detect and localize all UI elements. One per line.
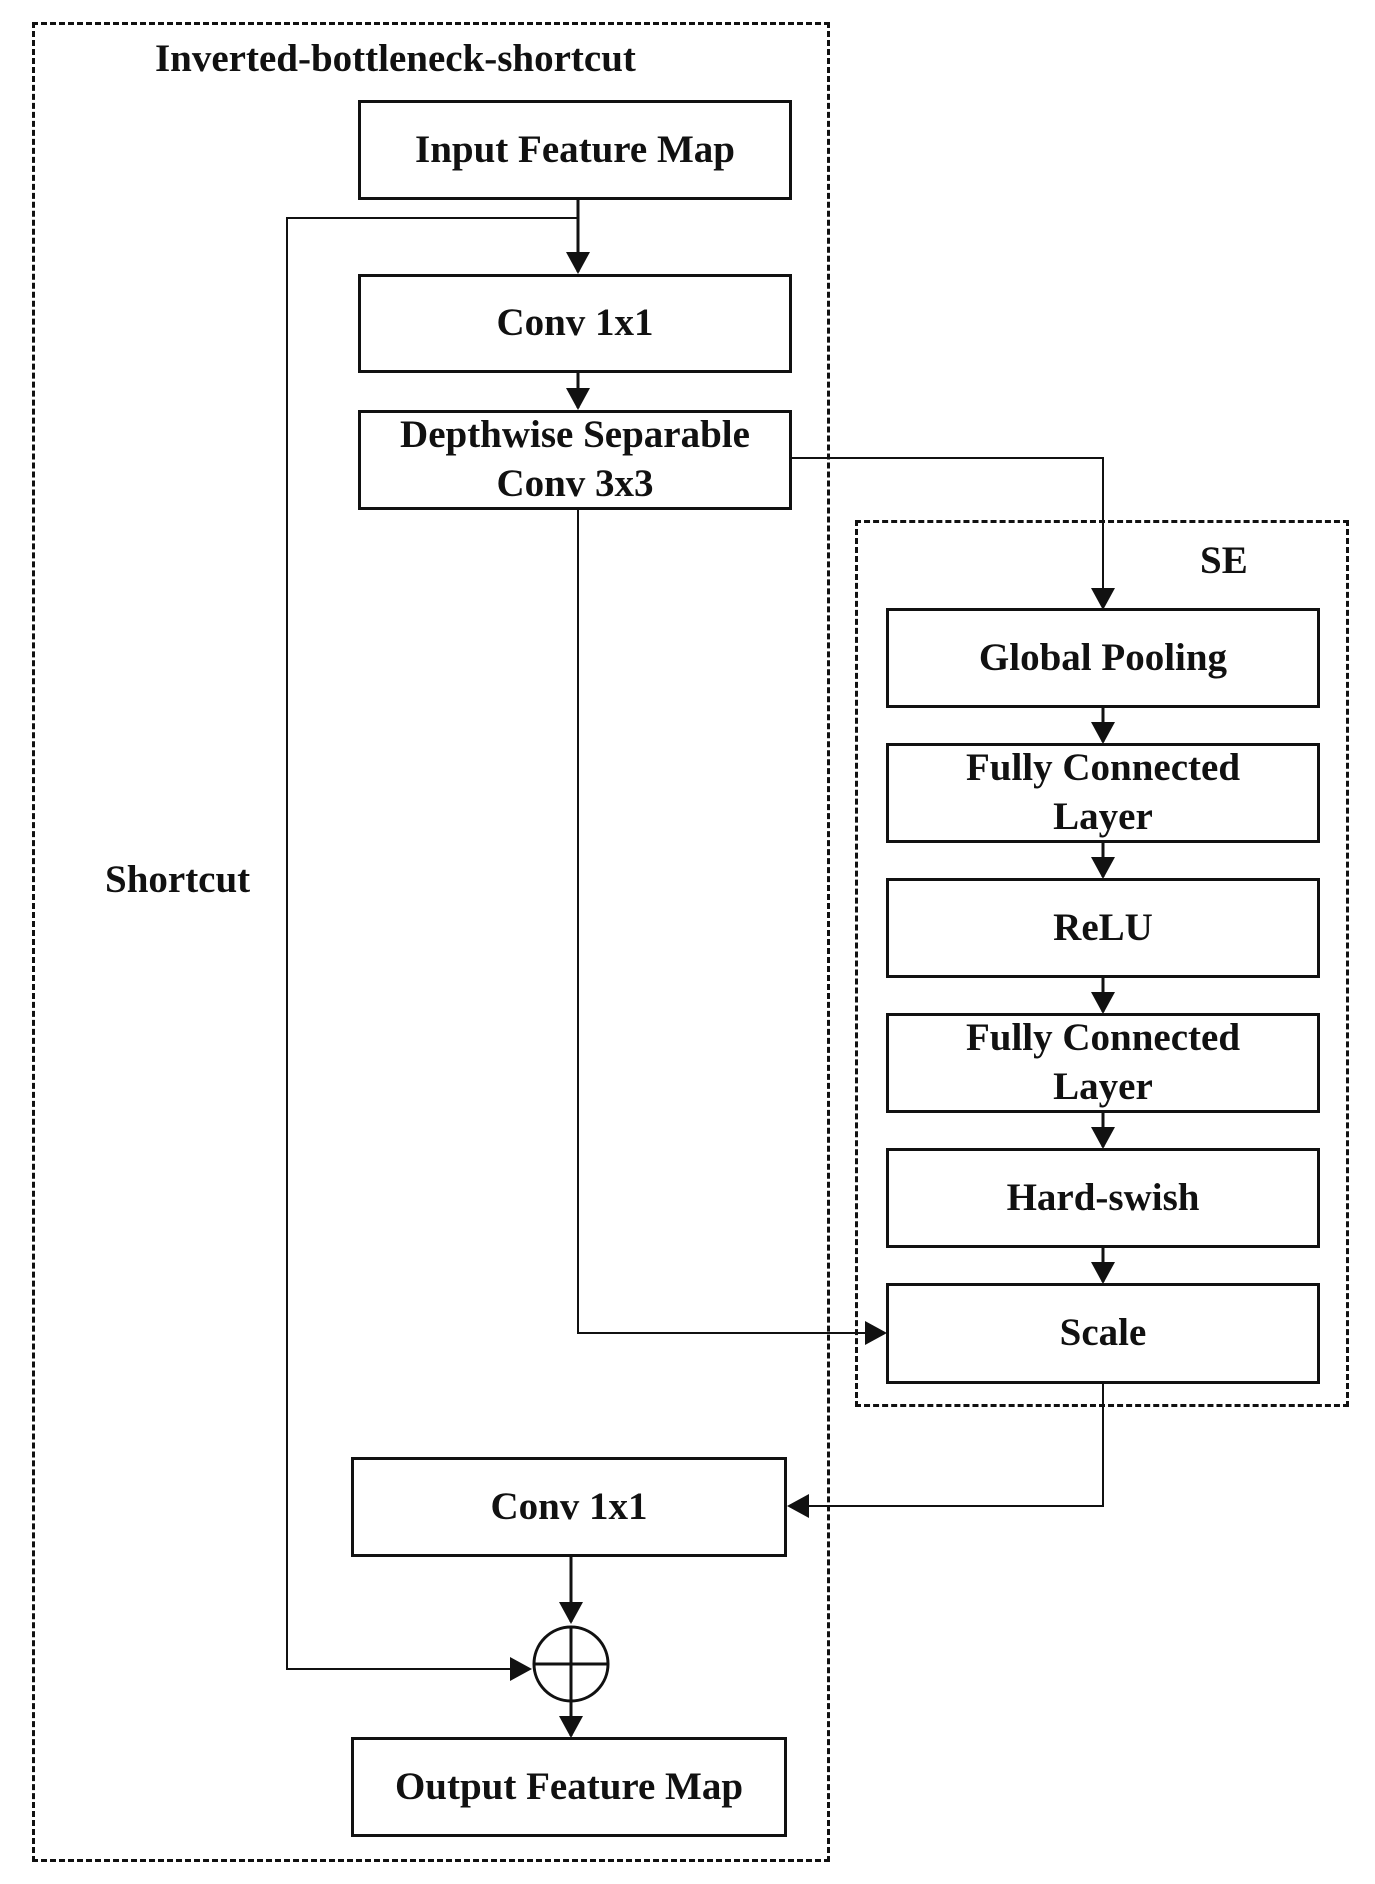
conv1x1-expand-block: Conv 1x1 — [358, 274, 792, 373]
circled-plus-icon — [532, 1625, 610, 1703]
fc2-label-line2: Layer — [1053, 1065, 1153, 1108]
hard-swish-label: Hard-swish — [1006, 1175, 1200, 1219]
hard-swish-block: Hard-swish — [886, 1148, 1320, 1248]
scale-label: Scale — [1059, 1311, 1147, 1355]
shortcut-label: Shortcut — [105, 858, 251, 901]
output-feature-map-block: Output Feature Map — [351, 1737, 787, 1837]
conv1x1-project-label: Conv 1x1 — [490, 1484, 648, 1528]
relu-label: ReLU — [1053, 905, 1153, 949]
depthwise-label-line2: Conv 3x3 — [496, 462, 654, 505]
output-feature-map-label: Output Feature Map — [394, 1764, 744, 1808]
fc1-label-line1: Fully Connected — [965, 746, 1241, 790]
fully-connected-layer-1-block: Fully Connected Layer — [886, 743, 1320, 843]
global-pooling-block: Global Pooling — [886, 608, 1320, 708]
fully-connected-layer-2-block: Fully Connected Layer — [886, 1013, 1320, 1113]
depthwise-label-line1: Depthwise Separable — [400, 413, 750, 457]
inverted-bottleneck-frame — [32, 22, 830, 1862]
depthwise-separable-conv-block: Depthwise Separable Conv 3x3 — [358, 410, 792, 510]
arrow-depthwise-to-scale — [577, 510, 887, 1345]
conv1x1-expand-label: Conv 1x1 — [496, 301, 654, 345]
input-feature-map-label: Input Feature Map — [415, 127, 735, 171]
shortcut-line — [286, 217, 578, 1681]
scale-block: Scale — [886, 1283, 1320, 1384]
fc1-label-line2: Layer — [1053, 795, 1153, 838]
relu-block: ReLU — [886, 878, 1320, 978]
global-pooling-label: Global Pooling — [978, 635, 1228, 679]
conv1x1-project-block: Conv 1x1 — [351, 1457, 787, 1557]
arrow-scale-to-conv2 — [787, 1384, 1104, 1518]
inverted-bottleneck-title: Inverted-bottleneck-shortcut — [155, 37, 636, 80]
se-title: SE — [1200, 539, 1248, 582]
fc2-label-line1: Fully Connected — [965, 1016, 1241, 1060]
arrow-depthwise-to-se — [792, 457, 1115, 610]
input-feature-map-block: Input Feature Map — [358, 100, 792, 200]
